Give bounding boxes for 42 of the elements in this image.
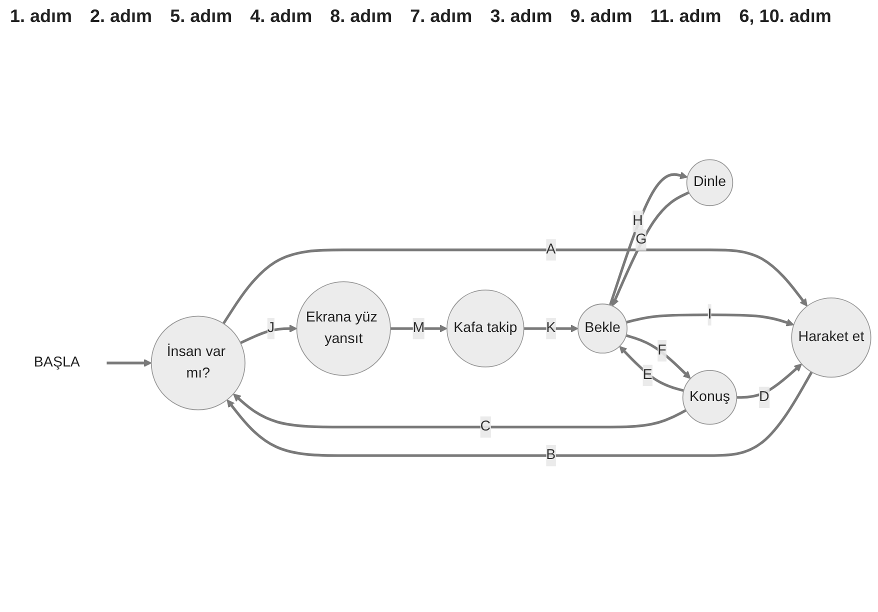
arrow — [240, 324, 298, 344]
arrow — [626, 334, 691, 379]
step-label: 4. adım — [250, 6, 312, 27]
step-label: 2. adım — [90, 6, 152, 27]
step-label: 3. adım — [490, 6, 552, 27]
edge-label: H — [632, 213, 643, 228]
step-label: 5. adım — [170, 6, 232, 27]
edge-label: M — [412, 320, 425, 336]
node-text: BAŞLA — [34, 354, 80, 370]
arrow — [608, 172, 688, 306]
edge-label: I — [708, 306, 712, 322]
step-label: 1. adım — [10, 6, 72, 27]
edge-label: E — [642, 367, 652, 383]
edge-label: F — [658, 342, 666, 358]
arrow — [232, 394, 687, 428]
arrow — [619, 346, 684, 392]
arrow — [524, 324, 578, 332]
step-label: 9. adım — [570, 6, 632, 27]
edge-label: D — [758, 389, 770, 405]
node-circle: Kafa takip — [446, 290, 524, 368]
arrow — [612, 191, 690, 306]
step-label: 8. adım — [330, 6, 392, 27]
step-label: 11. adım — [650, 6, 722, 27]
arrow — [626, 313, 794, 326]
arrow — [736, 364, 802, 399]
node-circle: İnsan var mı? — [150, 316, 246, 410]
edge-label: B — [546, 448, 556, 463]
node-circle: Bekle — [578, 304, 628, 354]
arrow — [222, 248, 808, 324]
step-label: 7. adım — [410, 6, 472, 27]
edge-label: C — [480, 419, 491, 434]
step-label: 6, 10. adım — [739, 6, 832, 27]
node-circle: Ekrana yüz yansıt — [296, 281, 391, 376]
edge-label: K — [546, 320, 556, 336]
node-circle: Haraket et — [791, 298, 872, 378]
arrow — [226, 371, 813, 457]
edge-label: G — [636, 232, 647, 248]
node-circle: Konuş — [682, 370, 738, 425]
edge-label: A — [546, 242, 556, 257]
arrow — [106, 359, 152, 367]
node-circle: Dinle — [686, 159, 734, 206]
edge-label: J — [267, 320, 274, 336]
